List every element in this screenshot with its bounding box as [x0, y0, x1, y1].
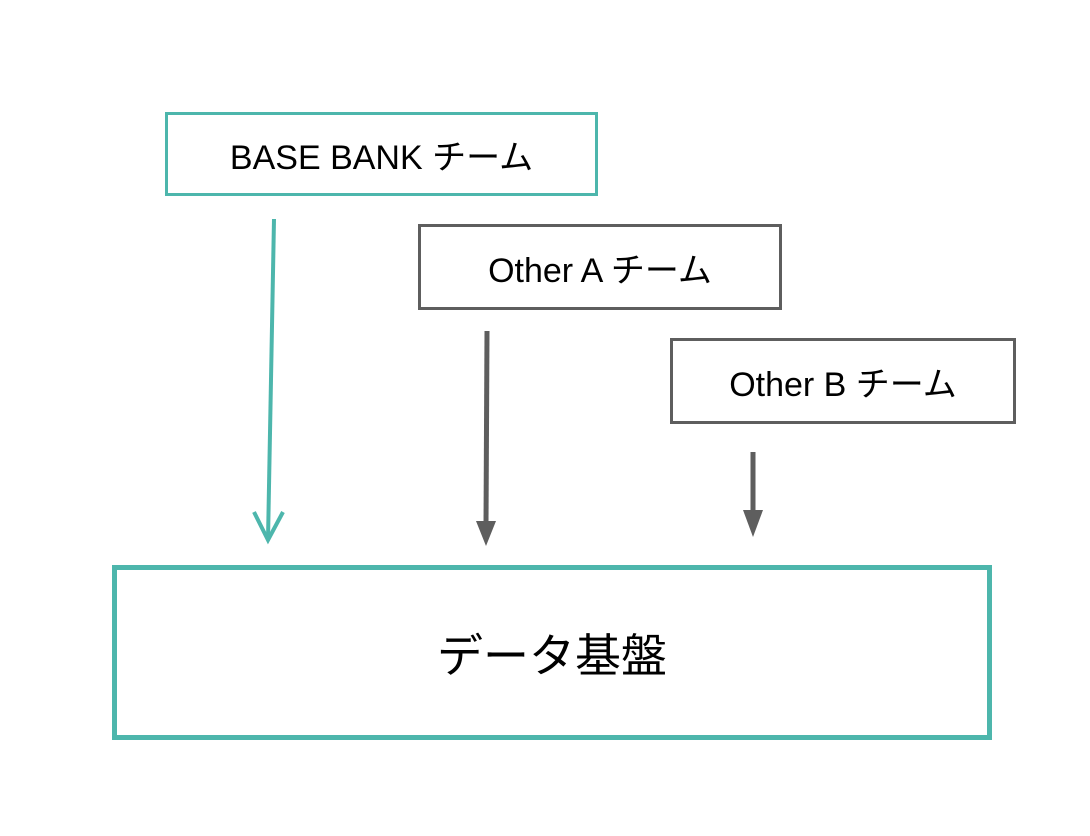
arrow-other-a-to-platform — [476, 330, 496, 546]
node-other-a-team: Other A チーム — [418, 224, 782, 310]
node-base-bank-team: BASE BANK チーム — [165, 112, 598, 196]
node-base-bank-team-label: BASE BANK チーム — [229, 138, 534, 177]
node-data-platform-label: データ基盤 — [437, 629, 667, 682]
node-data-platform: データ基盤 — [112, 565, 992, 740]
node-other-a-team-label: Other A チーム — [488, 251, 712, 290]
arrow-other-b-to-platform — [743, 452, 763, 537]
node-other-b-team-label: Other B チーム — [729, 365, 957, 404]
arrow-base-bank-to-platform — [252, 218, 285, 545]
node-other-b-team: Other B チーム — [670, 338, 1016, 424]
